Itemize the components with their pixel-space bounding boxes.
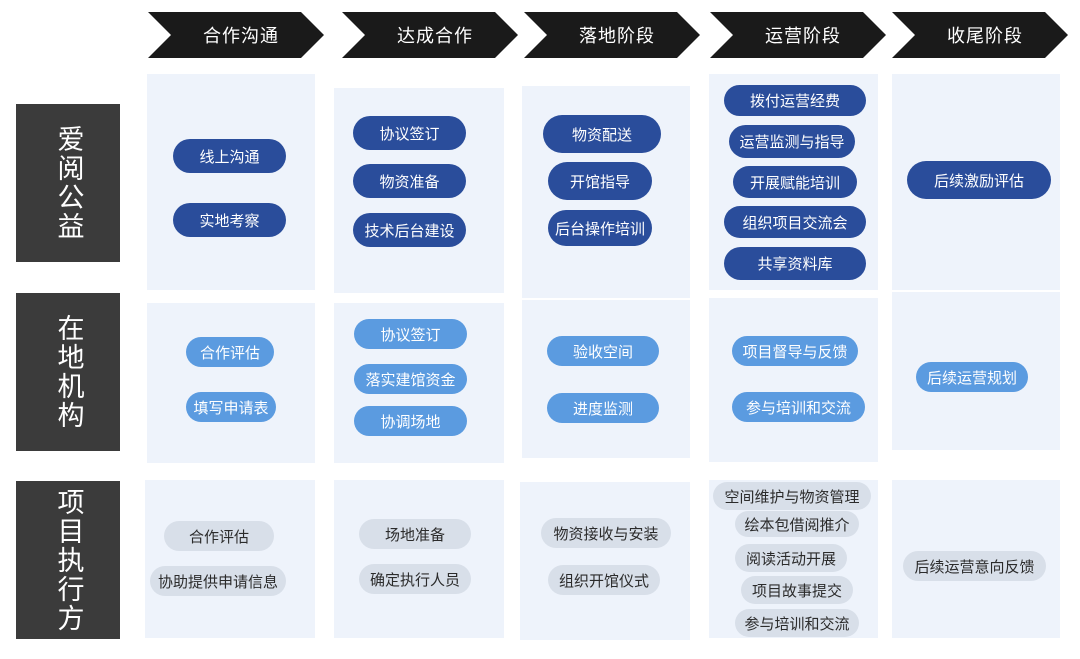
task-pill: 物资配送	[543, 115, 661, 153]
panel-r2-c1	[147, 303, 315, 463]
row-label-aiyue: 爱阅公益	[16, 104, 120, 262]
stage-chevron-2: 达成合作	[342, 12, 518, 58]
row-label-executor: 项目执行方	[16, 481, 120, 639]
task-pill: 开馆指导	[548, 162, 652, 200]
panel-r2-c3	[522, 300, 690, 458]
task-pill: 项目故事提交	[741, 576, 853, 604]
task-pill: 参与培训和交流	[735, 609, 859, 637]
task-pill: 落实建馆资金	[354, 364, 467, 394]
task-pill: 后续运营规划	[916, 362, 1028, 392]
task-pill: 填写申请表	[186, 392, 276, 422]
stage-chevron-1: 合作沟通	[148, 12, 324, 58]
task-pill: 确定执行人员	[359, 564, 471, 594]
stage-chevron-3: 落地阶段	[524, 12, 700, 58]
task-pill: 后续运营意向反馈	[903, 551, 1046, 581]
task-pill: 验收空间	[547, 336, 659, 366]
task-pill: 后续激励评估	[907, 161, 1051, 199]
task-pill: 空间维护与物资管理	[713, 482, 871, 510]
task-pill: 场地准备	[359, 519, 471, 549]
task-pill: 协调场地	[354, 406, 467, 436]
task-pill: 实地考察	[173, 203, 286, 237]
task-pill: 参与培训和交流	[732, 392, 865, 422]
task-pill: 绘本包借阅推介	[735, 511, 859, 537]
row-label-local-org: 在地机构	[16, 293, 120, 451]
task-pill: 进度监测	[547, 393, 659, 423]
task-pill: 线上沟通	[173, 139, 286, 173]
task-pill: 项目督导与反馈	[732, 336, 858, 366]
task-pill: 拨付运营经费	[724, 85, 866, 116]
task-pill: 后台操作培训	[548, 210, 652, 246]
task-pill: 技术后台建设	[353, 213, 466, 247]
task-pill: 共享资料库	[724, 247, 866, 280]
panel-r3-c3	[520, 482, 690, 640]
stage-chevron-4: 运营阶段	[710, 12, 886, 58]
panel-r3-c1	[145, 480, 315, 638]
task-pill: 协议签订	[354, 319, 467, 349]
panel-r3-c2	[334, 480, 504, 638]
stage-chevron-5: 收尾阶段	[892, 12, 1068, 58]
task-pill: 协议签订	[353, 116, 466, 150]
task-pill: 协助提供申请信息	[150, 566, 286, 596]
task-pill: 组织开馆仪式	[548, 565, 660, 595]
task-pill: 合作评估	[164, 521, 274, 551]
task-pill: 合作评估	[186, 337, 274, 367]
panel-r2-c4	[709, 298, 878, 462]
task-pill: 开展赋能培训	[733, 166, 857, 198]
panel-r1-c1	[147, 74, 315, 290]
task-pill: 阅读活动开展	[735, 544, 847, 572]
task-pill: 物资准备	[353, 164, 466, 198]
task-pill: 物资接收与安装	[541, 518, 671, 548]
task-pill: 组织项目交流会	[724, 206, 866, 238]
task-pill: 运营监测与指导	[729, 125, 855, 158]
